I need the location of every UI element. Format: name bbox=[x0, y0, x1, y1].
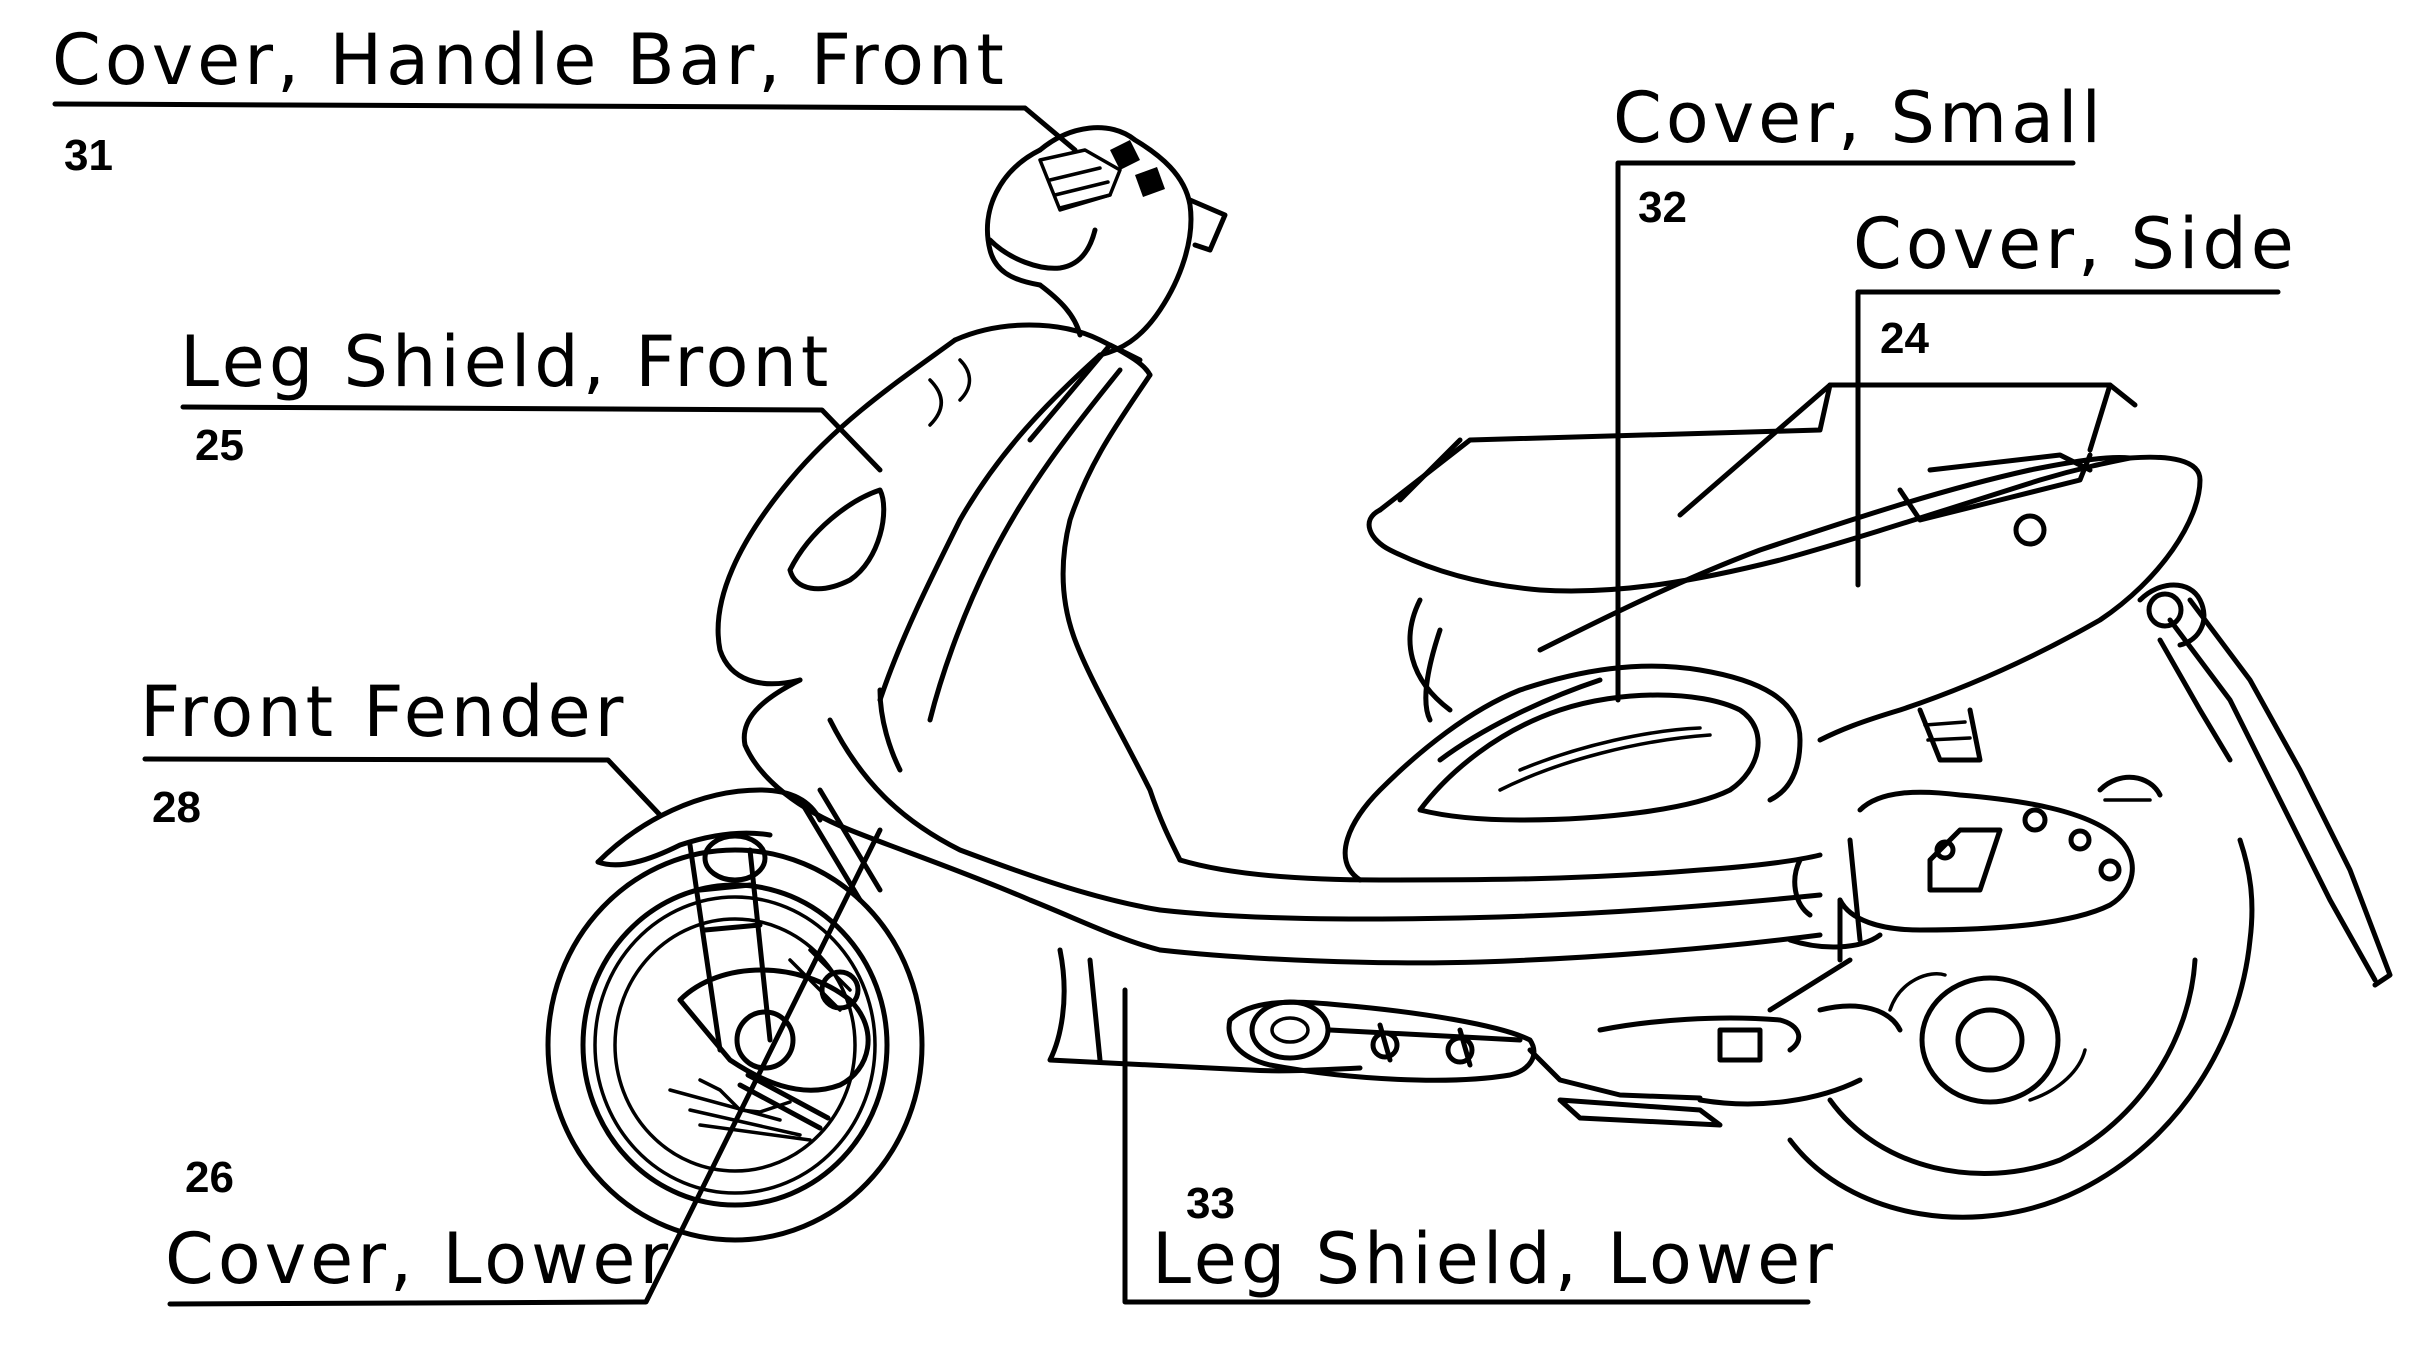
callout-number: 33 bbox=[1186, 1179, 1235, 1228]
callout-number: 28 bbox=[152, 783, 201, 832]
leader-line bbox=[52, 101, 1078, 153]
callout-number: 31 bbox=[64, 131, 113, 180]
callout-number: 26 bbox=[185, 1153, 234, 1202]
leader-line bbox=[1855, 289, 2281, 588]
callout-leg-shield-front: Leg Shield, Front 25 bbox=[180, 321, 883, 473]
scooter-illustration bbox=[545, 125, 2393, 1243]
leader-line bbox=[167, 827, 883, 1307]
leader-line bbox=[142, 756, 663, 818]
callout-label: Front Fender bbox=[140, 671, 627, 753]
leader-line bbox=[1615, 160, 2076, 703]
callout-label: Leg Shield, Lower bbox=[1152, 1218, 1837, 1300]
seat-shape bbox=[1366, 382, 2138, 594]
callout-number: 32 bbox=[1638, 183, 1687, 232]
side-cover-shape bbox=[1407, 452, 2203, 743]
front-wheel bbox=[545, 847, 925, 1243]
rear-wheel bbox=[1787, 837, 2255, 1220]
callout-cover-side: Cover, Side 24 bbox=[1853, 203, 2298, 588]
engine-case-shape bbox=[1787, 774, 2163, 963]
handlebar-cover-shape bbox=[984, 125, 1228, 358]
small-cover-shape bbox=[1342, 663, 1803, 883]
belt-drive-shape bbox=[1226, 957, 1903, 1128]
callout-cover-lower: 26 Cover, Lower bbox=[165, 827, 883, 1307]
callout-label: Leg Shield, Front bbox=[180, 321, 832, 403]
callout-leg-shield-lower: 33 Leg Shield, Lower bbox=[1122, 987, 1837, 1305]
leader-line bbox=[180, 404, 883, 473]
callout-number: 24 bbox=[1880, 314, 1929, 363]
callout-label: Cover, Lower bbox=[165, 1218, 672, 1300]
callout-number: 25 bbox=[195, 421, 244, 470]
leader-line bbox=[1122, 987, 1811, 1305]
front-fender-shape bbox=[595, 787, 823, 868]
callout-label: Cover, Small bbox=[1613, 77, 2105, 159]
rear-frame-shape bbox=[1917, 582, 2393, 988]
callout-label: Cover, Handle Bar, Front bbox=[52, 19, 1008, 101]
callout-label: Cover, Side bbox=[1853, 203, 2298, 285]
callout-cover-small: Cover, Small 32 bbox=[1613, 77, 2105, 703]
callout-handlebar-cover: Cover, Handle Bar, Front 31 bbox=[52, 19, 1078, 180]
floorboard-shape bbox=[741, 677, 1823, 1074]
callout-front-fender: Front Fender 28 bbox=[140, 671, 663, 832]
leg-shield-front-shape bbox=[715, 322, 1183, 863]
